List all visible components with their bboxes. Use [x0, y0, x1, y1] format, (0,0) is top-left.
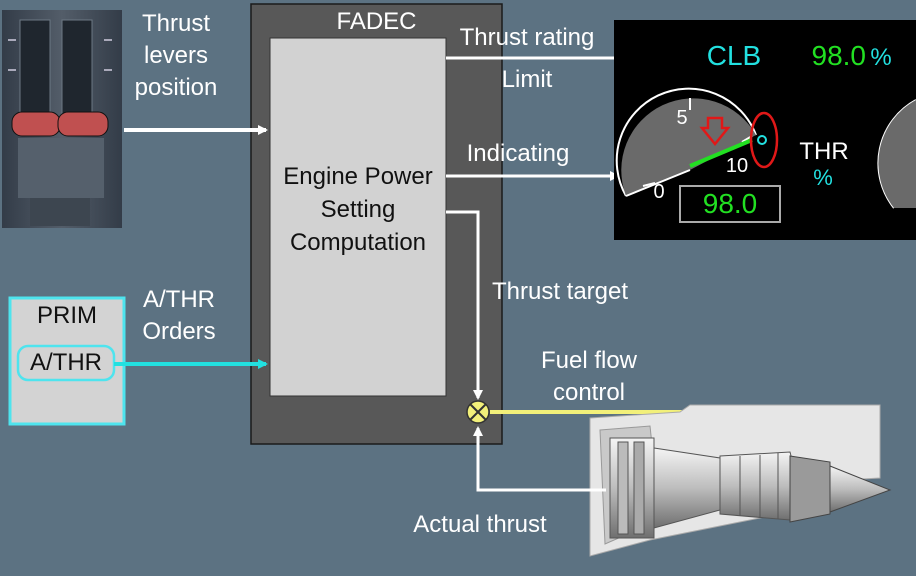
gauge-tick-5: 5	[676, 107, 688, 129]
limit-highlight-circle	[749, 111, 779, 169]
thrust-levers-label: Thrust levers position	[134, 10, 218, 101]
power-setting-computation-box	[269, 37, 447, 397]
thrust-rating-label: Thrust rating	[459, 24, 595, 51]
thrust-target-arrow	[446, 210, 483, 400]
indicating-label: Indicating	[466, 140, 570, 167]
thr-readout-box	[679, 185, 781, 223]
gauge-tick-10: 10	[725, 155, 749, 177]
gauge-tick-0: 0	[653, 181, 665, 203]
thrust-mode-label: CLB	[706, 40, 762, 71]
red-down-arrow-icon	[699, 116, 731, 146]
turbofan-engine-image	[589, 404, 892, 557]
fuel-flow-control-label: Fuel flow control	[540, 347, 638, 406]
summing-junction	[466, 400, 490, 424]
thr-parameter-unit: %	[813, 165, 833, 190]
thrust-target-label: Thrust target	[491, 278, 629, 305]
thr-parameter-label: THR	[799, 138, 849, 165]
athr-button-label[interactable]: A/THR	[30, 349, 102, 376]
thr-needle	[689, 138, 753, 168]
prim-title: PRIM	[37, 302, 97, 329]
actual-thrust-arrow	[473, 426, 606, 492]
thrust-levers-image	[2, 10, 122, 228]
thrust-limit-value: 98.0	[811, 40, 867, 71]
limit-label: Limit	[501, 66, 553, 93]
fadec-title: FADEC	[336, 8, 417, 35]
athr-orders-label: A/THR Orders	[142, 286, 216, 345]
computation-label: Engine Power Setting Computation	[283, 163, 433, 256]
limit-marker-icon	[757, 135, 767, 145]
actual-thrust-label: Actual thrust	[413, 511, 547, 538]
thrust-limit-unit: %	[870, 44, 892, 71]
thr-readout-value: 98.0	[702, 188, 758, 219]
